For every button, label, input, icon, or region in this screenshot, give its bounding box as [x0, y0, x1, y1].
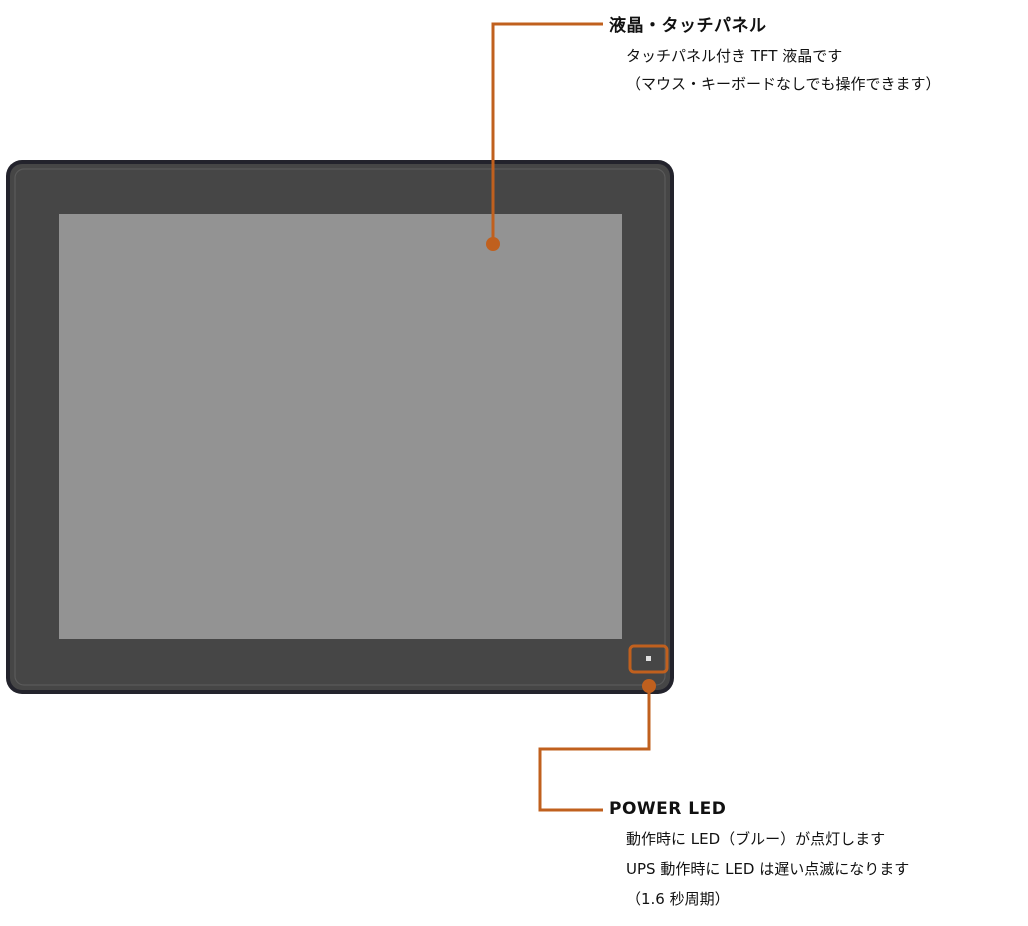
bezel-inner-edge: [14, 168, 666, 686]
power-led-callout: POWER LED 動作時に LED（ブルー）が点灯します UPS 動作時に L…: [609, 799, 909, 907]
lcd-leader-line: [491, 22, 603, 244]
power-led-indicator: [646, 656, 651, 661]
power-led-callout-title: POWER LED: [609, 799, 727, 819]
lcd-callout-line-1: タッチパネル付き TFT 液晶です: [626, 47, 843, 65]
lcd-leader-dot: [486, 237, 500, 251]
power-led-leader-dot: [642, 679, 656, 693]
lcd-touch-panel: [59, 214, 622, 639]
power-led-callout-line-1: 動作時に LED（ブルー）が点灯します: [626, 830, 886, 848]
power-led-leader-line: [538, 685, 651, 812]
lcd-callout-line-2: （マウス・キーボードなしでも操作できます）: [626, 75, 941, 93]
lcd-callout-title: 液晶・タッチパネル: [609, 16, 767, 36]
power-led-callout-line-2: UPS 動作時に LED は遅い点滅になります: [626, 860, 910, 878]
power-led-callout-line-3: （1.6 秒周期）: [626, 890, 730, 908]
power-led-highlight-box: [628, 644, 669, 674]
lcd-touch-panel-callout: 液晶・タッチパネル タッチパネル付き TFT 液晶です （マウス・キーボードなし…: [609, 11, 941, 92]
